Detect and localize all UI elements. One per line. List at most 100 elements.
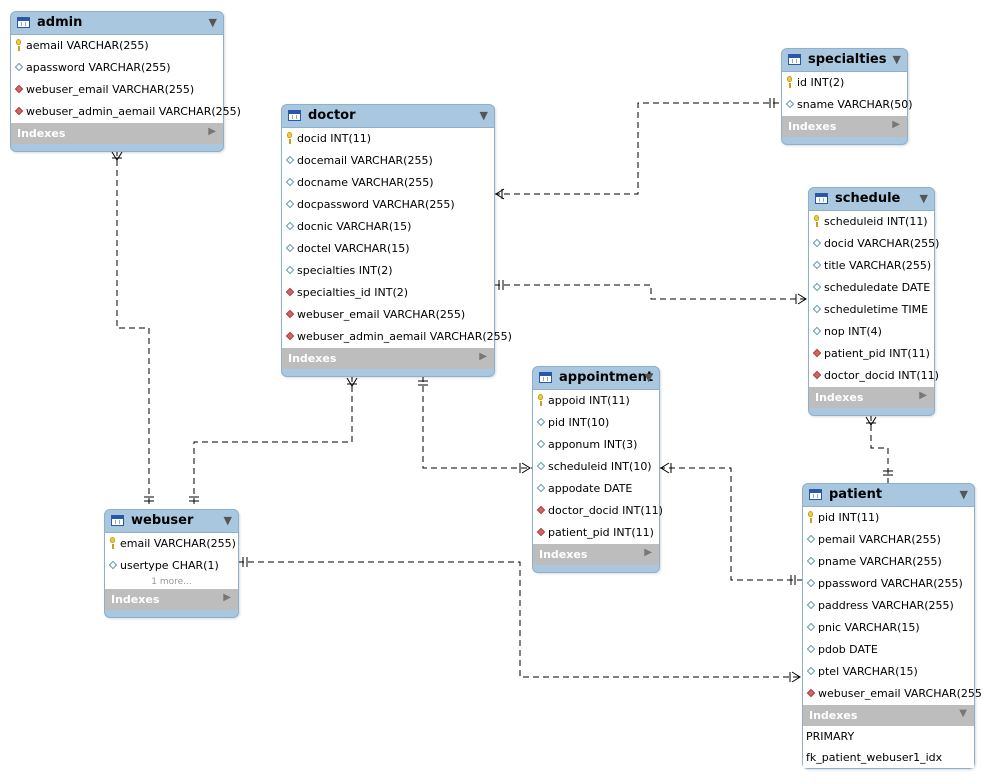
column-row[interactable]: docpassword VARCHAR(255) — [282, 194, 494, 216]
expand-arrow-icon[interactable]: ▶ — [208, 126, 216, 137]
column-row[interactable]: appodate DATE — [533, 478, 659, 500]
collapse-arrow-icon[interactable]: ▼ — [959, 488, 968, 501]
indexes-label: Indexes — [815, 391, 864, 404]
table-header[interactable]: patient ▼ — [803, 484, 974, 506]
column-row[interactable]: pname VARCHAR(255) — [803, 551, 974, 573]
column-row[interactable]: patient_pid INT(11) — [533, 522, 659, 544]
column-row[interactable]: id INT(2) — [782, 72, 907, 94]
expand-arrow-icon[interactable]: ▶ — [892, 119, 900, 130]
table-schedule[interactable]: schedule ▼ scheduleid INT(11) docid VARC… — [808, 187, 939, 416]
table-header[interactable]: doctor ▼ — [282, 105, 494, 127]
table-admin[interactable]: admin ▼ aemail VARCHAR(255) apassword VA… — [10, 11, 241, 152]
column-icon — [812, 326, 822, 336]
column-row[interactable]: patient_pid INT(11) — [809, 343, 934, 365]
column-row[interactable]: scheduletime TIME — [809, 299, 934, 321]
column-row[interactable]: scheduleid INT(11) — [809, 211, 934, 233]
indexes-bar[interactable]: Indexes▼ — [803, 705, 974, 726]
table-specialties[interactable]: specialties ▼ id INT(2) sname VARCHAR(50… — [781, 48, 913, 145]
one-marker-icon — [189, 496, 199, 502]
index-row[interactable]: PRIMARY — [803, 726, 974, 747]
column-row[interactable]: ptel VARCHAR(15) — [803, 661, 974, 683]
indexes-bar[interactable]: Indexes▶ — [11, 123, 223, 144]
table-header[interactable]: appointment ▼ — [533, 367, 659, 389]
index-label: fk_patient_webuser1_idx — [806, 751, 943, 764]
column-row[interactable]: specialties_id INT(2) — [282, 282, 494, 304]
column-row[interactable]: ppassword VARCHAR(255) — [803, 573, 974, 595]
column-list: pid INT(11) pemail VARCHAR(255) pname VA… — [803, 506, 983, 705]
column-row[interactable]: usertype CHAR(1) — [105, 555, 238, 577]
table-appointment[interactable]: appointment ▼ appoid INT(11) pid INT(10)… — [532, 366, 663, 573]
column-row[interactable]: doctor_docid INT(11) — [809, 365, 939, 387]
one-marker-icon — [144, 496, 154, 502]
column-row[interactable]: webuser_email VARCHAR(255) — [11, 79, 223, 101]
column-row[interactable]: docid VARCHAR(255) — [809, 233, 939, 255]
column-icon — [812, 282, 822, 292]
indexes-bar[interactable]: Indexes ▶ — [533, 544, 659, 565]
table-header[interactable]: schedule ▼ — [809, 188, 934, 210]
column-row[interactable]: apassword VARCHAR(255) — [11, 57, 223, 79]
collapse-arrow-icon[interactable]: ▼ — [892, 53, 901, 66]
indexes-bar[interactable]: Indexes ▶ — [809, 387, 934, 408]
collapse-arrow-icon[interactable]: ▼ — [959, 708, 967, 719]
column-row[interactable]: docname VARCHAR(255) — [282, 172, 494, 194]
index-row[interactable]: fk_patient_webuser1_idx — [803, 747, 974, 768]
expand-arrow-icon[interactable]: ▶ — [223, 592, 231, 603]
column-row[interactable]: webuser_email VARCHAR(255) — [282, 304, 494, 326]
column-row[interactable]: scheduleid INT(10) — [533, 456, 659, 478]
column-row[interactable]: pid INT(10) — [533, 412, 659, 434]
column-label: id INT(2) — [797, 76, 845, 89]
column-row[interactable]: paddress VARCHAR(255) — [803, 595, 974, 617]
column-row[interactable]: doctor_docid INT(11) — [533, 500, 663, 522]
table-header[interactable]: webuser ▼ — [105, 510, 238, 532]
column-row[interactable]: doctel VARCHAR(15) — [282, 238, 494, 260]
column-row[interactable]: scheduledate DATE — [809, 277, 934, 299]
table-doctor[interactable]: doctor ▼ docid INT(11) docemail VARCHAR(… — [281, 104, 512, 377]
expand-arrow-icon[interactable]: ▶ — [479, 351, 487, 362]
column-row[interactable]: specialties INT(2) — [282, 260, 494, 282]
column-label: paddress VARCHAR(255) — [818, 599, 954, 612]
indexes-bar[interactable]: Indexes▶ — [782, 116, 907, 137]
collapse-arrow-icon[interactable]: ▼ — [223, 514, 232, 527]
column-row[interactable]: nop INT(4) — [809, 321, 934, 343]
column-row[interactable]: pdob DATE — [803, 639, 974, 661]
expand-arrow-icon[interactable]: ▶ — [644, 547, 652, 558]
column-row[interactable]: sname VARCHAR(50) — [782, 94, 913, 116]
foreign-key-icon — [806, 688, 816, 698]
column-row[interactable]: pid INT(11) — [803, 507, 974, 529]
column-row[interactable]: webuser_email VARCHAR(255) — [803, 683, 983, 705]
collapse-arrow-icon[interactable]: ▼ — [919, 192, 928, 205]
indexes-bar[interactable]: Indexes▶ — [282, 348, 494, 369]
table-webuser[interactable]: webuser ▼ email VARCHAR(255) usertype CH… — [104, 509, 239, 618]
column-row[interactable]: pemail VARCHAR(255) — [803, 529, 974, 551]
column-row[interactable]: email VARCHAR(255) — [105, 533, 238, 555]
table-patient[interactable]: patient ▼ pid INT(11) pemail VARCHAR(255… — [802, 483, 983, 769]
collapse-arrow-icon[interactable]: ▼ — [208, 16, 217, 29]
collapse-arrow-icon[interactable]: ▼ — [479, 109, 488, 122]
column-row[interactable]: appoid INT(11) — [533, 390, 659, 412]
column-row[interactable]: webuser_admin_aemail VARCHAR(255) — [11, 101, 241, 123]
indexes-label: Indexes — [539, 548, 588, 561]
column-label: scheduletime TIME — [824, 303, 929, 316]
column-row[interactable]: title VARCHAR(255) — [809, 255, 934, 277]
column-icon — [785, 99, 795, 109]
collapse-arrow-icon[interactable]: ▼ — [644, 371, 653, 384]
column-icon — [812, 304, 822, 314]
column-row[interactable]: pnic VARCHAR(15) — [803, 617, 974, 639]
table-header[interactable]: specialties ▼ — [782, 49, 907, 71]
expand-arrow-icon[interactable]: ▶ — [919, 390, 927, 401]
column-row[interactable]: apponum INT(3) — [533, 434, 659, 456]
column-row[interactable]: docid INT(11) — [282, 128, 494, 150]
column-icon — [806, 644, 816, 654]
column-icon — [806, 600, 816, 610]
column-row[interactable]: webuser_admin_aemail VARCHAR(255) — [282, 326, 512, 348]
column-row[interactable]: aemail VARCHAR(255) — [11, 35, 223, 57]
column-label: ptel VARCHAR(15) — [818, 665, 918, 678]
column-icon — [806, 556, 816, 566]
index-list: PRIMARY fk_patient_webuser1_idx — [803, 726, 974, 768]
table-header[interactable]: admin ▼ — [11, 12, 223, 34]
column-row[interactable]: docnic VARCHAR(15) — [282, 216, 494, 238]
more-columns-link[interactable]: 1 more... — [105, 577, 238, 589]
indexes-bar[interactable]: Indexes▶ — [105, 589, 238, 610]
column-row[interactable]: docemail VARCHAR(255) — [282, 150, 494, 172]
